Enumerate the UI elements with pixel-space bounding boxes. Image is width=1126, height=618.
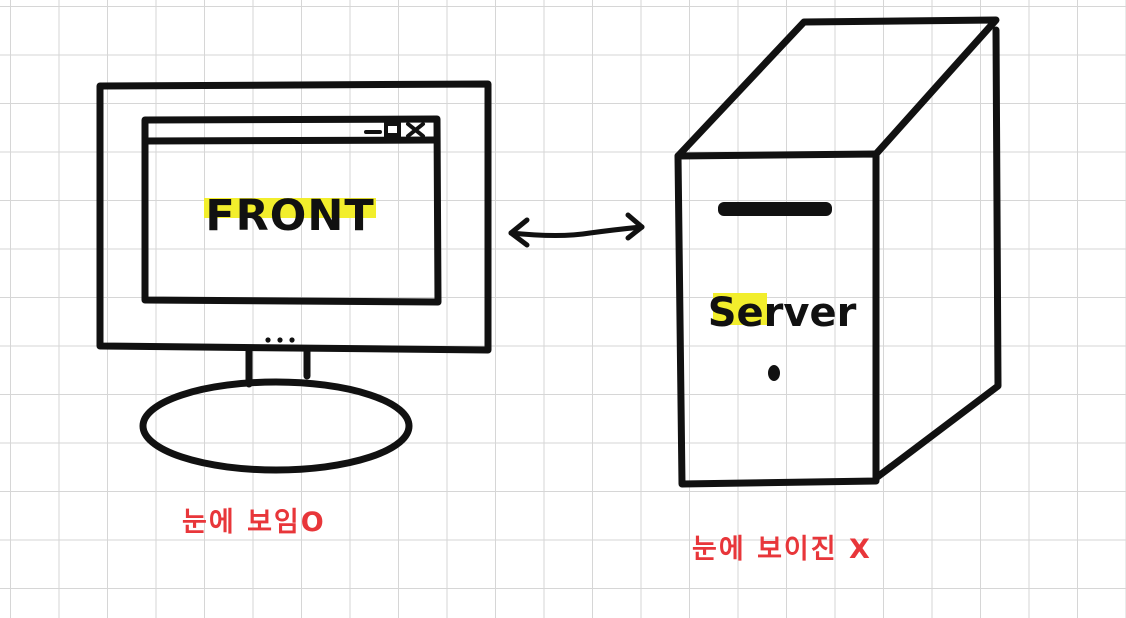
server-tower xyxy=(674,16,1002,488)
power-button-icon xyxy=(768,365,780,381)
power-dots-icon xyxy=(265,337,295,343)
drive-slot xyxy=(718,202,832,216)
front-highlight xyxy=(204,198,376,218)
server-label: Server xyxy=(708,290,857,336)
window-titlebar-line xyxy=(141,136,441,145)
server-caption: 눈에 보이진 X xyxy=(692,534,872,565)
monitor-base xyxy=(139,378,413,474)
bidirectional-arrow xyxy=(508,212,645,248)
monitor-bezel xyxy=(96,80,492,354)
arrow-right-head-icon xyxy=(625,212,645,241)
window-controls xyxy=(364,122,425,138)
server-highlight xyxy=(713,293,767,325)
close-icon xyxy=(406,122,425,138)
arrow-left-head-icon xyxy=(508,217,530,248)
app-window xyxy=(141,115,442,306)
arrow-shaft xyxy=(508,224,645,238)
maximize-icon xyxy=(384,122,401,137)
server-top-face xyxy=(674,16,1000,160)
server-side-face xyxy=(872,26,1002,482)
front-screen-text: FRONT xyxy=(205,191,374,241)
monitor xyxy=(96,80,492,474)
monitor-neck xyxy=(245,346,311,388)
front-caption: 눈에 보임O xyxy=(182,507,326,538)
